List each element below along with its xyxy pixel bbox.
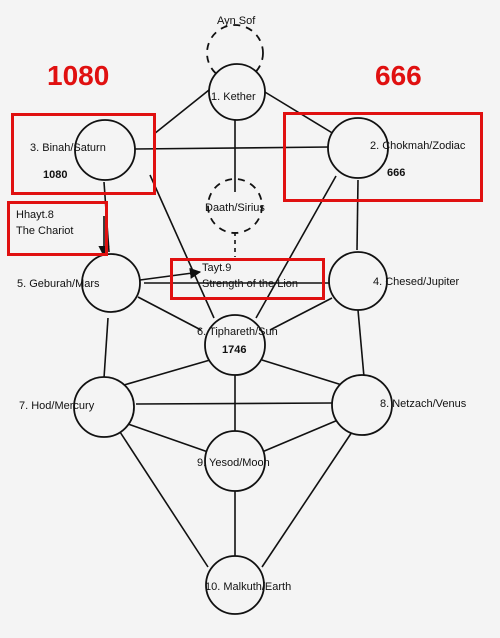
chokmah-circle (327, 117, 389, 179)
hod-circle (73, 376, 135, 438)
kether-label: 1. Kether (211, 91, 256, 103)
tiphareth-circle (204, 314, 266, 376)
path-geburah-tiphareth (137, 296, 202, 331)
geburah-circle (81, 253, 141, 313)
hhayt-highlight-box (7, 201, 108, 256)
path-lines (103, 85, 365, 568)
path-tiphareth-netzach (261, 359, 343, 386)
hhayt-number-label: Hhayt.8 (16, 209, 54, 221)
path-netzach-malkuth (261, 431, 353, 568)
tiphareth-value: 1746 (222, 344, 247, 356)
chokmah-value: 666 (387, 167, 406, 179)
chokmah-highlight-box (283, 112, 483, 202)
path-kether-chokmah (254, 85, 335, 135)
binah-value: 1080 (43, 169, 68, 181)
path-chokmah-chesed (356, 179, 359, 251)
chesed-circle (328, 251, 388, 311)
yesod-label: 9. Yesod/Moon (197, 457, 270, 469)
kether-circle (208, 63, 266, 121)
path-hod-malkuth (119, 431, 209, 568)
geburah-label: 5. Geburah/Mars (17, 278, 100, 290)
malkuth-circle (205, 555, 265, 615)
chokmah-label: 2. Chokmah/Zodiac (370, 140, 466, 152)
path-geburah-hod (103, 317, 109, 379)
path-hod-yesod (127, 423, 209, 453)
chesed-label: 4. Chesed/Jupiter (373, 276, 460, 288)
path-kether-binah (153, 85, 215, 135)
path-chesed-tiphareth (269, 297, 333, 331)
path-binah-chokmah (133, 146, 331, 150)
tayt-highlight-box (170, 258, 325, 300)
tiphareth-label: 6. Tiphareth/Sun (197, 326, 278, 338)
right-gematria-number: 666 (375, 60, 422, 91)
ayn-sof-label: Ayn Sof (217, 15, 256, 27)
tayt-number-label: Tayt.9 (202, 262, 232, 274)
netzach-circle (331, 374, 393, 436)
hod-label: 7. Hod/Mercury (19, 400, 95, 412)
path-netzach-yesod (261, 419, 339, 453)
daath-label: Daath/Sirius (205, 202, 265, 214)
binah-label: 3. Binah/Saturn (30, 142, 106, 154)
netzach-label: 8. Netzach/Venus (380, 398, 467, 410)
path-tiphareth-hod (123, 359, 211, 386)
path-binah-tiphareth (149, 174, 215, 319)
sephiroth-circles (73, 24, 393, 615)
tayt-name-label: Strength of the Lion (202, 278, 299, 290)
path-hod-netzach (135, 402, 333, 405)
malkuth-label: 10. Malkuth/Earth (205, 581, 292, 593)
daath-circle (207, 178, 263, 234)
binah-circle (74, 119, 136, 181)
binah-highlight-box (11, 113, 156, 195)
path-chesed-netzach (357, 309, 365, 378)
hhayt-name-label: The Chariot (16, 225, 74, 237)
yesod-circle (204, 430, 266, 492)
left-gematria-number: 1080 (47, 60, 110, 91)
